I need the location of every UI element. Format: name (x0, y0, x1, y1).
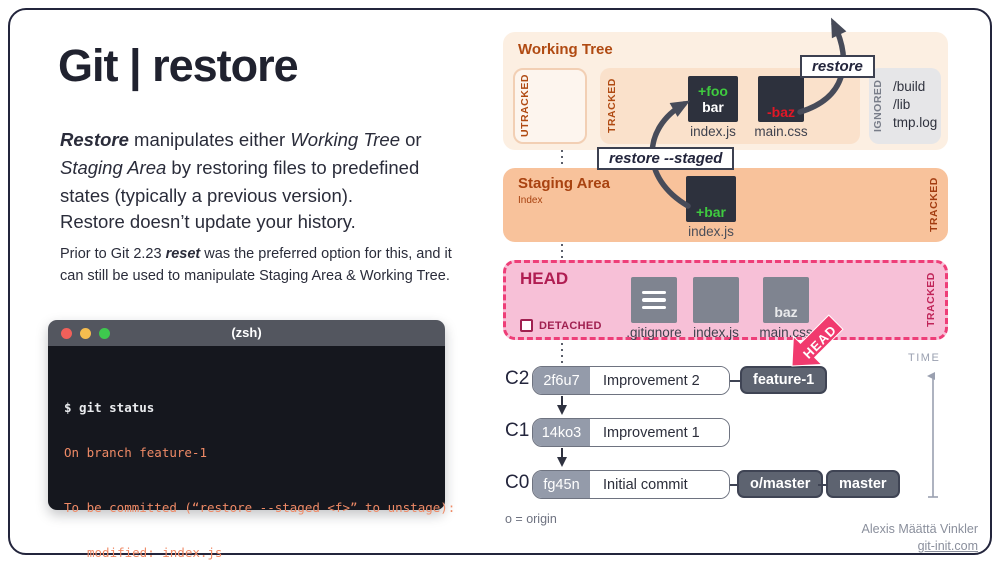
ignored-file: /build (893, 79, 926, 94)
ignored-file-list: /build /lib tmp.log (893, 78, 937, 133)
commit-pill-c0: fg45n Initial commit (532, 470, 730, 499)
reset-note: Prior to Git 2.23 reset was the preferre… (60, 246, 452, 284)
staged-file-name: index.js (688, 224, 734, 239)
zoom-button[interactable] (99, 327, 110, 339)
head-file-box-index-js (693, 277, 739, 323)
author-name: Alexis Määttä Vinkler (861, 522, 979, 536)
head-panel: HEAD DETACHED baz .gitignore index.js ma… (503, 260, 948, 340)
head-file-name: .gitignore (626, 325, 682, 340)
tracked-zone: TRACKED +foo bar index.js -baz main.css (600, 68, 860, 144)
head-file-content: baz (774, 304, 798, 320)
untracked-zone: UTRACKED (513, 68, 587, 144)
file-name-main-css: main.css (754, 124, 808, 139)
detached-checkbox[interactable] (520, 319, 533, 332)
head-title: HEAD (520, 269, 569, 288)
terminal-title: (zsh) (231, 325, 262, 340)
file-box-main-css: -baz (758, 76, 804, 122)
list-lines-icon (642, 290, 666, 310)
staging-tracked-label: TRACKED (928, 177, 940, 233)
untracked-label: UTRACKED (519, 74, 531, 138)
detached-control: DETACHED (520, 319, 602, 332)
commit-hash: 2f6u7 (533, 367, 590, 394)
tracked-label: TRACKED (606, 78, 618, 134)
terminal-branch-line: On branch feature-1 (64, 445, 207, 460)
commit-hash: 14ko3 (533, 419, 590, 446)
commit-message: Initial commit (590, 471, 729, 498)
commit-label-c1: C1 (505, 420, 530, 441)
ignored-file: /lib (893, 97, 911, 113)
commit-message: Improvement 1 (590, 419, 729, 446)
terminal-committed-header: To be committed (“restore --staged <f>” … (64, 500, 456, 515)
site-link[interactable]: git-init.com (917, 538, 978, 553)
restore-command-label: restore (800, 55, 875, 78)
detached-label: DETACHED (539, 319, 602, 332)
terminal-titlebar: (zsh) (48, 320, 445, 346)
commit-pill-c2: 2f6u7 Improvement 2 (532, 366, 730, 395)
staging-area-subtitle: Index (518, 195, 543, 206)
working-tree-panel: Working Tree UTRACKED TRACKED +foo bar i… (503, 32, 948, 150)
staging-area-panel: Staging Area Index +bar index.js TRACKED (503, 168, 948, 242)
working-tree-title: Working Tree (518, 41, 613, 58)
head-file-box-gitignore (631, 277, 677, 323)
diff-added-line: +bar (696, 204, 726, 220)
working-tree-term: Working Tree (290, 129, 400, 150)
diff-kept-line: bar (702, 99, 724, 115)
close-button[interactable] (61, 327, 72, 339)
restore-staged-command-label: restore --staged (597, 147, 735, 170)
time-axis-label: TIME (908, 352, 941, 364)
branch-badge-master: master (826, 470, 900, 498)
minimize-button[interactable] (80, 327, 91, 339)
intro-lead-bold: Restore (60, 129, 129, 150)
terminal-prompt-line: $ git status (64, 400, 155, 415)
head-tracked-label: TRACKED (925, 272, 937, 328)
commit-pill-c1: 14ko3 Improvement 1 (532, 418, 730, 447)
branch-badge-feature-1: feature-1 (740, 366, 828, 394)
commit-message: Improvement 2 (590, 367, 729, 394)
intro-paragraph: Restore manipulates either Working Tree … (60, 129, 422, 206)
reset-term: reset (165, 246, 201, 262)
history-note: Restore doesn’t update your history. (60, 211, 356, 232)
file-box-index-js: +foo bar (688, 76, 738, 122)
terminal-window: (zsh) $ git status On branch feature-1 T… (48, 320, 455, 560)
commit-hash: fg45n (533, 471, 590, 498)
file-name-index-js: index.js (690, 124, 736, 139)
credit-block: Alexis Määttä Vinkler git-init.com (760, 521, 979, 555)
diff-added-line: +foo (698, 83, 728, 99)
origin-legend: o = origin (505, 512, 557, 526)
diff-removed-line: -baz (767, 104, 795, 120)
terminal-output[interactable]: $ git status On branch feature-1 To be c… (48, 346, 455, 560)
staged-file-box-index-js: +bar (686, 176, 736, 222)
commit-label-c0: C0 (505, 472, 530, 493)
head-file-name: index.js (693, 325, 739, 340)
head-file-name: main.css (759, 325, 813, 340)
staging-area-title: Staging Area (518, 175, 610, 192)
ignored-label: IGNORED (872, 79, 884, 133)
commit-label-c2: C2 (505, 368, 530, 389)
remote-badge-o-master: o/master (737, 470, 824, 498)
terminal-committed-file: modified: index.js (87, 545, 223, 560)
page-title: Git | restore (58, 40, 299, 91)
ignored-zone: IGNORED /build /lib tmp.log (869, 68, 941, 144)
ignored-file: tmp.log (893, 115, 938, 131)
head-file-box-main-css: baz (763, 277, 809, 323)
staging-area-term: Staging Area (60, 156, 167, 178)
